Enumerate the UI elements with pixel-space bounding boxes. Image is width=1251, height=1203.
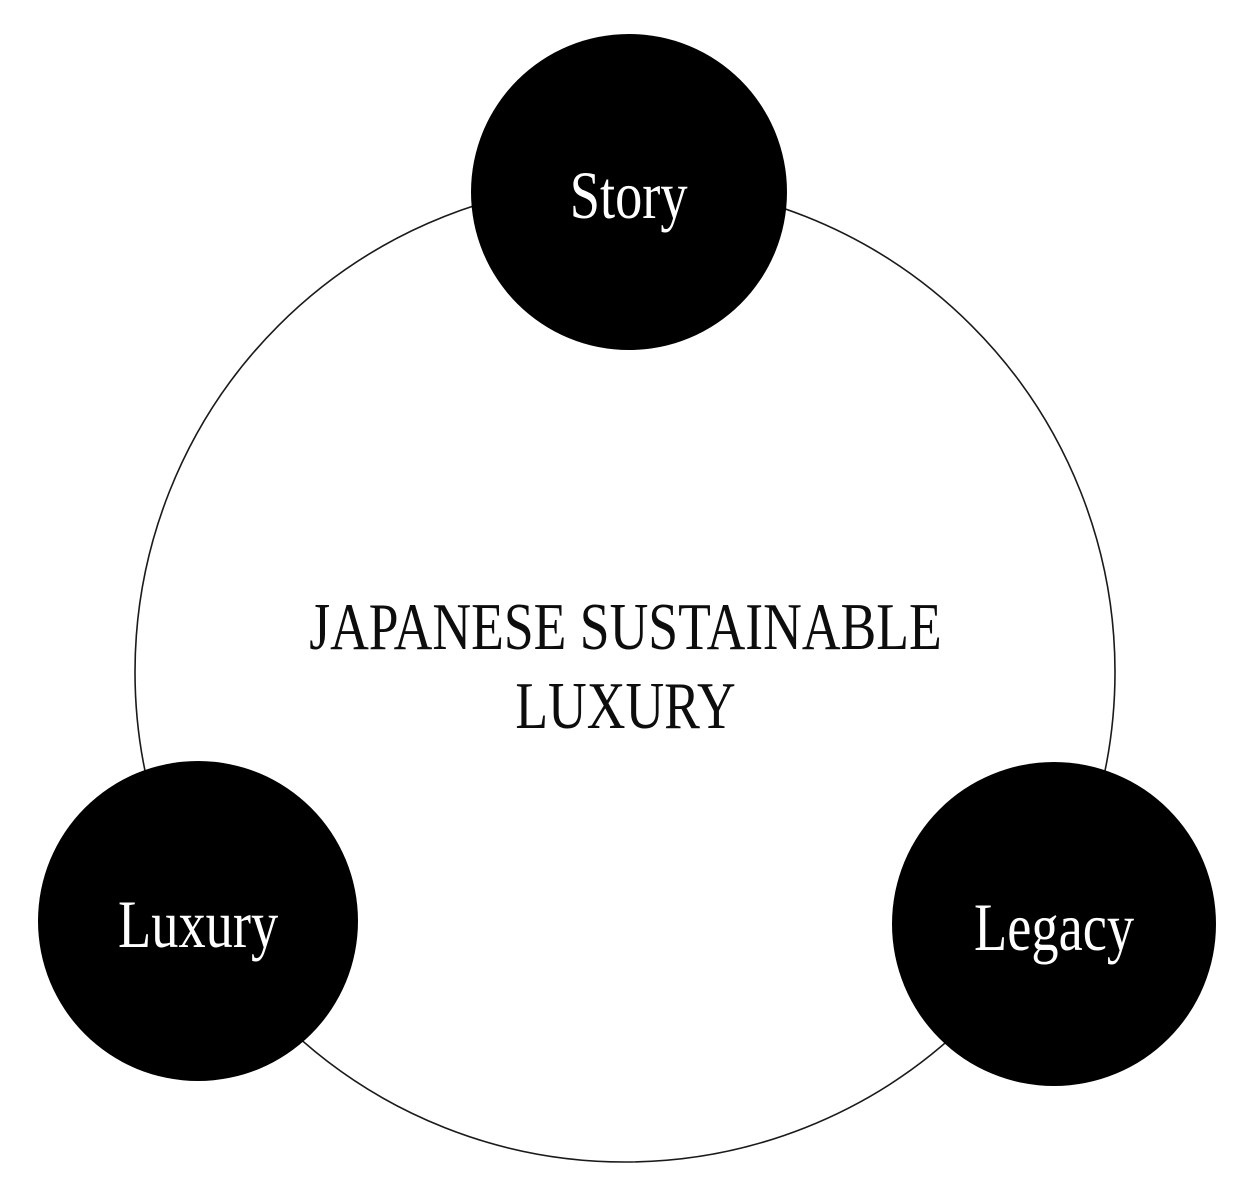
node-story: Story [471, 34, 787, 350]
center-title-line-2: LUXURY [515, 669, 736, 743]
node-legacy-label: Legacy [973, 889, 1135, 965]
node-luxury-label: Luxury [117, 886, 279, 962]
center-title: JAPANESE SUSTAINABLE LUXURY [125, 588, 1126, 746]
node-luxury: Luxury [38, 761, 358, 1081]
node-story-label: Story [570, 157, 688, 233]
center-title-line-1: JAPANESE SUSTAINABLE [309, 590, 942, 664]
node-legacy: Legacy [892, 762, 1216, 1086]
